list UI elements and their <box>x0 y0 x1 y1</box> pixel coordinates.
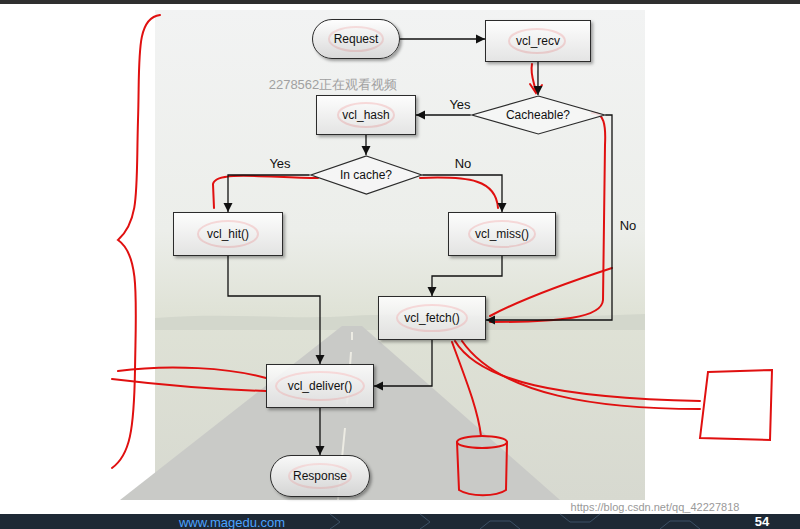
node-label: vcl_recv <box>516 34 560 48</box>
node-label: vcl_miss() <box>475 227 529 241</box>
diamond-shape <box>311 156 422 194</box>
road <box>120 326 560 500</box>
annotation-line <box>118 367 266 378</box>
text-block: vcl_fetch() <box>404 311 459 325</box>
process-box: vcl_deliver() <box>266 364 374 408</box>
start-terminal: Request <box>312 19 400 59</box>
node-label: vcl_hit() <box>207 227 249 241</box>
site-url: www.magedu.com <box>179 515 285 529</box>
flow-arrow <box>537 62 538 95</box>
edge-label: Yes <box>269 156 290 171</box>
node-label: In cache? <box>340 168 392 182</box>
bottom-bar <box>0 514 800 529</box>
decision-diamond: Cacheable? <box>471 95 606 135</box>
process-box: vcl_fetch() <box>378 296 486 340</box>
brace <box>112 15 160 468</box>
page-number: 54 <box>755 514 769 529</box>
text-block: In cache? <box>340 168 392 182</box>
hex-pattern <box>330 514 700 529</box>
flow-arrow <box>422 175 502 212</box>
node-label: Cacheable? <box>506 108 570 122</box>
diamond-shape <box>472 96 605 134</box>
node-label: vcl_fetch() <box>404 311 459 325</box>
annotation-line <box>490 268 612 316</box>
flow-arrow <box>416 114 471 115</box>
cylinder-top <box>457 436 507 448</box>
end-terminal: Response <box>270 455 370 497</box>
process-box: vcl_hit() <box>173 212 283 256</box>
node-label: vcl_hash <box>342 108 389 122</box>
text-block: vcl_deliver() <box>288 379 353 393</box>
flow-arrow <box>228 175 310 212</box>
annotation-line <box>213 176 318 208</box>
edge-label: No <box>455 156 472 171</box>
process-box: vcl_hash <box>316 95 416 135</box>
flow-arrow <box>432 256 502 296</box>
flow-arrow <box>400 38 485 39</box>
flow-arrow <box>374 340 432 386</box>
annotation-arrow <box>530 64 542 93</box>
annotation-line <box>455 341 700 401</box>
edge-label: No <box>620 218 637 233</box>
annotation-line <box>112 379 266 391</box>
node-label: vcl_deliver() <box>288 379 353 393</box>
text-block: vcl_hash <box>342 108 389 122</box>
text-block: Response <box>293 469 347 483</box>
annotation-line <box>420 178 498 208</box>
node-label: Request <box>334 32 379 46</box>
text-block: Cacheable? <box>506 108 570 122</box>
annotation-line <box>452 342 481 436</box>
process-box: vcl_recv <box>485 20 591 62</box>
text-block: Request <box>334 32 379 46</box>
annotation-line <box>462 341 700 409</box>
decision-diamond: In cache? <box>310 155 423 195</box>
text-block: vcl_miss() <box>475 227 529 241</box>
process-box: vcl_miss() <box>448 212 556 256</box>
blog-url: https://blog.csdn.net/qq_42227818 <box>571 500 740 515</box>
top-bar <box>0 0 800 4</box>
node-label: Response <box>293 469 347 483</box>
text-block: vcl_hit() <box>207 227 249 241</box>
cylinder-body <box>457 442 507 495</box>
flow-arrow <box>319 408 320 455</box>
text-block: vcl_recv <box>516 34 560 48</box>
watermark: 2278562正在观看视频 <box>269 77 398 92</box>
edge-label: Yes <box>449 97 470 112</box>
flow-arrow <box>365 135 366 155</box>
flow-arrow <box>228 256 320 364</box>
storage-box <box>700 370 772 440</box>
